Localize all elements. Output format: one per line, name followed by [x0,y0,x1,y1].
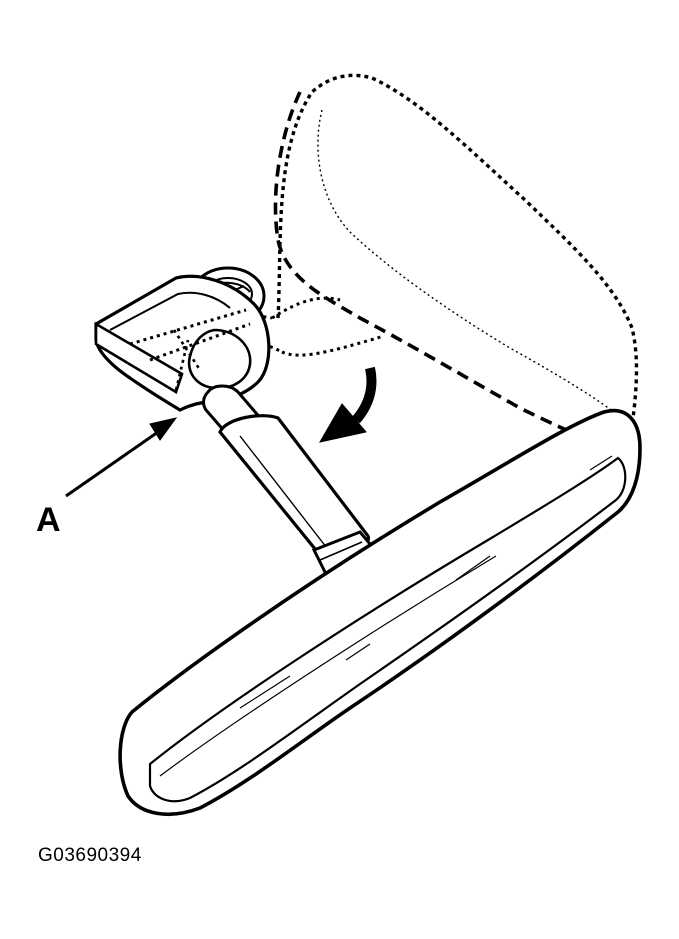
callout-leader-arrow [65,417,178,498]
rotation-arrow [319,366,377,443]
mirror-mount-bracket [94,274,271,412]
callout-label-a: A [36,501,61,539]
figure-id: G03690394 [38,845,142,866]
mirror-stem [202,384,383,585]
mirror-body [118,408,642,816]
